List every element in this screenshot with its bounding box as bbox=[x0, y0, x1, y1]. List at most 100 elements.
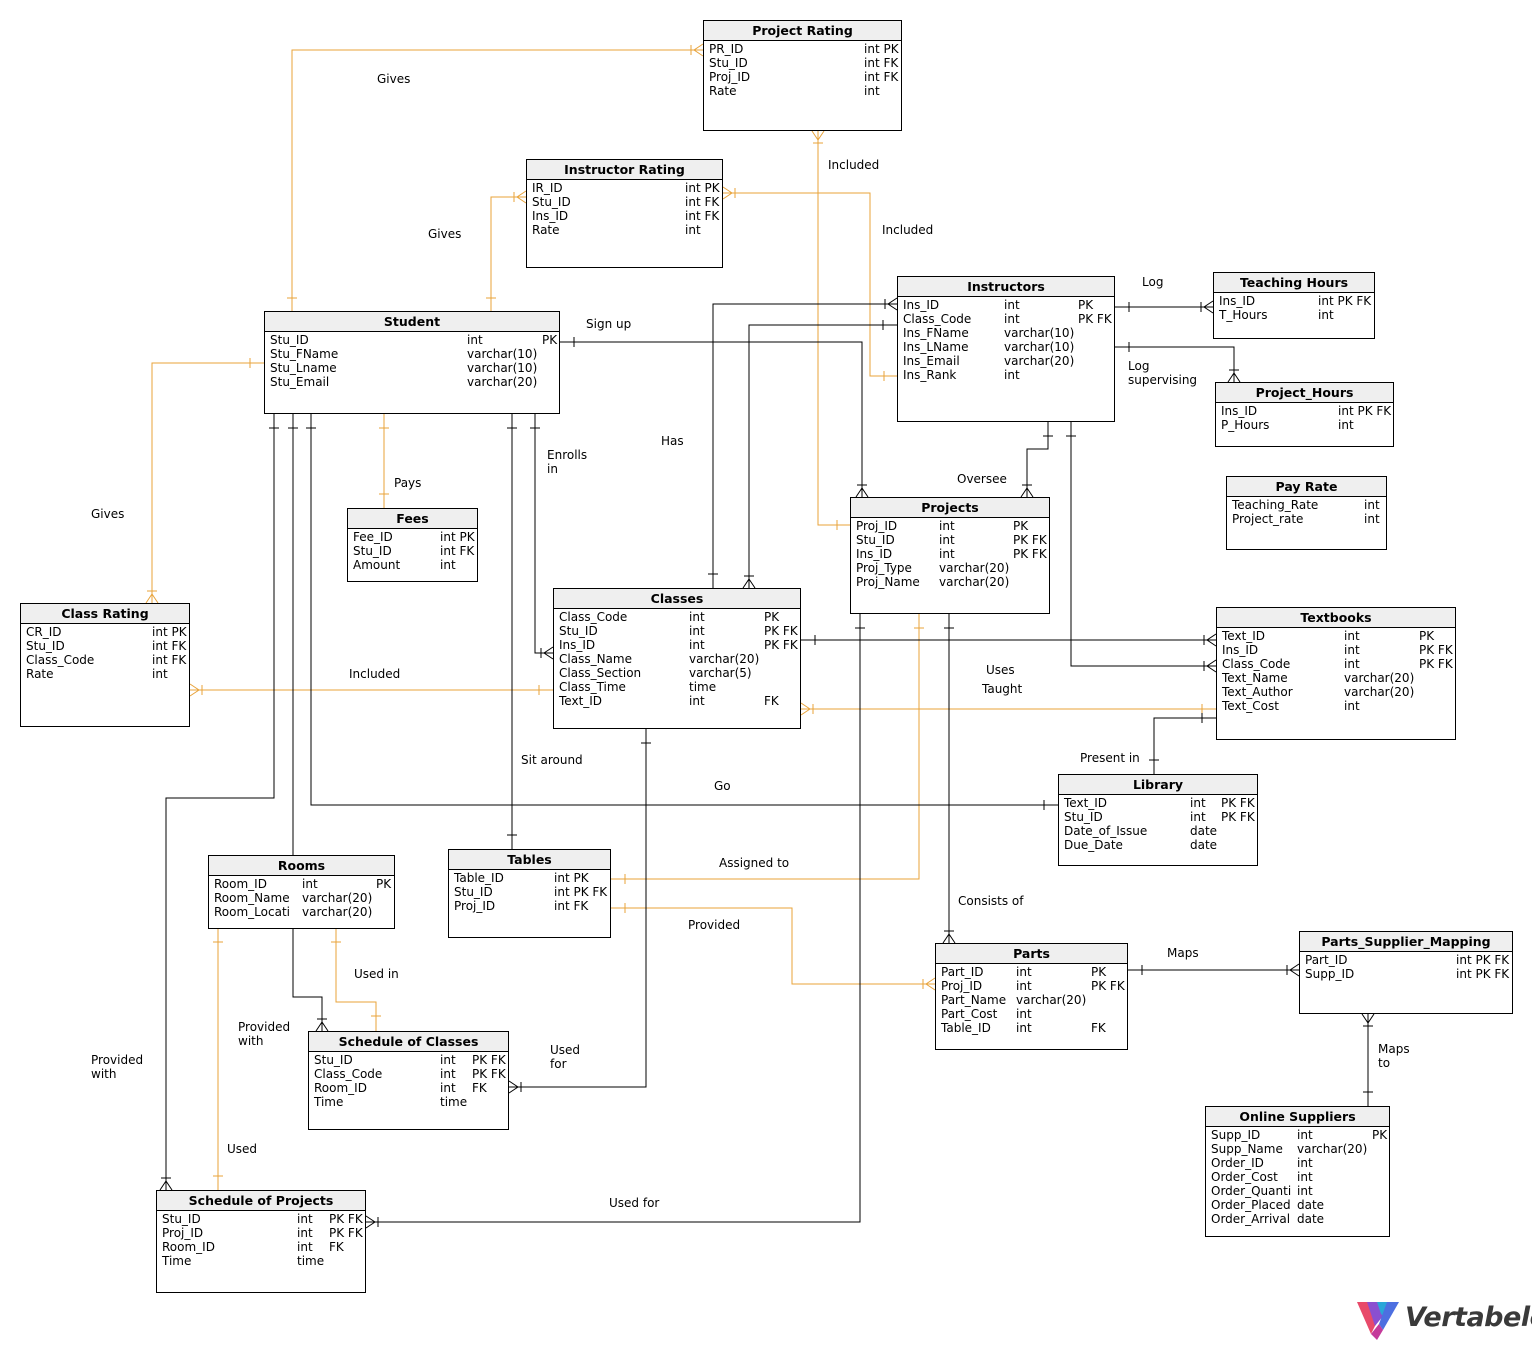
relationship-line bbox=[611, 614, 920, 880]
relationship-line bbox=[292, 414, 323, 1031]
attribute-name: Text_ID bbox=[1064, 796, 1108, 810]
attribute-name: Date_of_Issue bbox=[1064, 824, 1148, 838]
entity-title: Instructor Rating bbox=[527, 160, 722, 180]
attribute-name: Rate bbox=[532, 223, 560, 237]
attribute-key: PK FK bbox=[764, 638, 798, 652]
cardinality-many-mark bbox=[811, 130, 825, 142]
rel-label-provided-with-projects: Provided with bbox=[91, 1053, 144, 1081]
attribute-type: int bbox=[1016, 1007, 1032, 1021]
attribute-type: varchar(10) bbox=[1004, 326, 1075, 340]
attribute-type: int bbox=[440, 1067, 456, 1081]
attribute-name: Time bbox=[314, 1095, 344, 1109]
attribute-type: varchar(5) bbox=[689, 666, 752, 680]
rel-label-maps: Maps bbox=[1167, 946, 1199, 960]
attribute-type: int bbox=[1190, 796, 1206, 810]
attribute-type: varchar(10) bbox=[467, 361, 538, 375]
attribute-key: PK bbox=[764, 610, 780, 624]
attribute-name: Room_ID bbox=[162, 1240, 215, 1254]
attribute-type: int bbox=[1004, 312, 1020, 326]
attribute-type: int FK bbox=[554, 899, 589, 913]
attribute-type: int FK bbox=[685, 209, 720, 223]
relationship-line bbox=[560, 341, 863, 497]
cardinality-many-mark bbox=[315, 1020, 329, 1032]
vertabelo-logo: Vertabelo bbox=[1355, 1300, 1532, 1344]
attribute-type: int FK bbox=[152, 653, 187, 667]
attribute-name: Proj_ID bbox=[162, 1226, 204, 1240]
entity-title: Schedule of Classes bbox=[309, 1032, 508, 1052]
cardinality-many-mark bbox=[800, 702, 812, 716]
attribute-name: Ins_FName bbox=[903, 326, 969, 340]
attribute-key: PK bbox=[1091, 965, 1107, 979]
attribute-type: int bbox=[467, 333, 483, 347]
attribute-type: int bbox=[440, 1081, 456, 1095]
attribute-name: Text_ID bbox=[1222, 629, 1266, 643]
cardinality-many-mark bbox=[886, 297, 898, 311]
attribute-type: int PK FK bbox=[1456, 967, 1510, 981]
cardinality-many-mark bbox=[742, 577, 756, 589]
attribute-key: PK bbox=[542, 333, 558, 347]
attribute-type: varchar(20) bbox=[939, 575, 1010, 589]
attribute-type: int bbox=[689, 610, 705, 624]
cardinality-many-mark bbox=[692, 43, 704, 57]
attribute-type: int bbox=[939, 533, 955, 547]
entity-title: Parts_Supplier_Mapping bbox=[1300, 932, 1512, 952]
attribute-name: CR_ID bbox=[26, 625, 62, 639]
attribute-name: Room_Name bbox=[214, 891, 290, 905]
attribute-type: int bbox=[1344, 643, 1360, 657]
attribute-name: Order_Cost bbox=[1211, 1170, 1278, 1184]
rel-label-included-class-rating: Included bbox=[349, 667, 401, 681]
attribute-name: Fee_ID bbox=[353, 530, 393, 544]
attribute-key: PK FK bbox=[329, 1226, 363, 1240]
relationship-line bbox=[151, 362, 264, 603]
attribute-type: int bbox=[689, 624, 705, 638]
attribute-name: Ins_Rank bbox=[903, 368, 957, 382]
attribute-key: PK bbox=[1372, 1128, 1388, 1142]
attribute-name: Class_Code bbox=[26, 653, 95, 667]
attribute-name: Rate bbox=[26, 667, 54, 681]
attribute-type: varchar(20) bbox=[1016, 993, 1087, 1007]
attribute-key: PK FK bbox=[1221, 810, 1255, 824]
attribute-key: PK bbox=[376, 877, 392, 891]
entity-title: Schedule of Projects bbox=[157, 1191, 365, 1211]
attribute-name: Table_ID bbox=[454, 871, 504, 885]
attribute-type: varchar(20) bbox=[939, 561, 1010, 575]
attribute-type: time bbox=[689, 680, 717, 694]
